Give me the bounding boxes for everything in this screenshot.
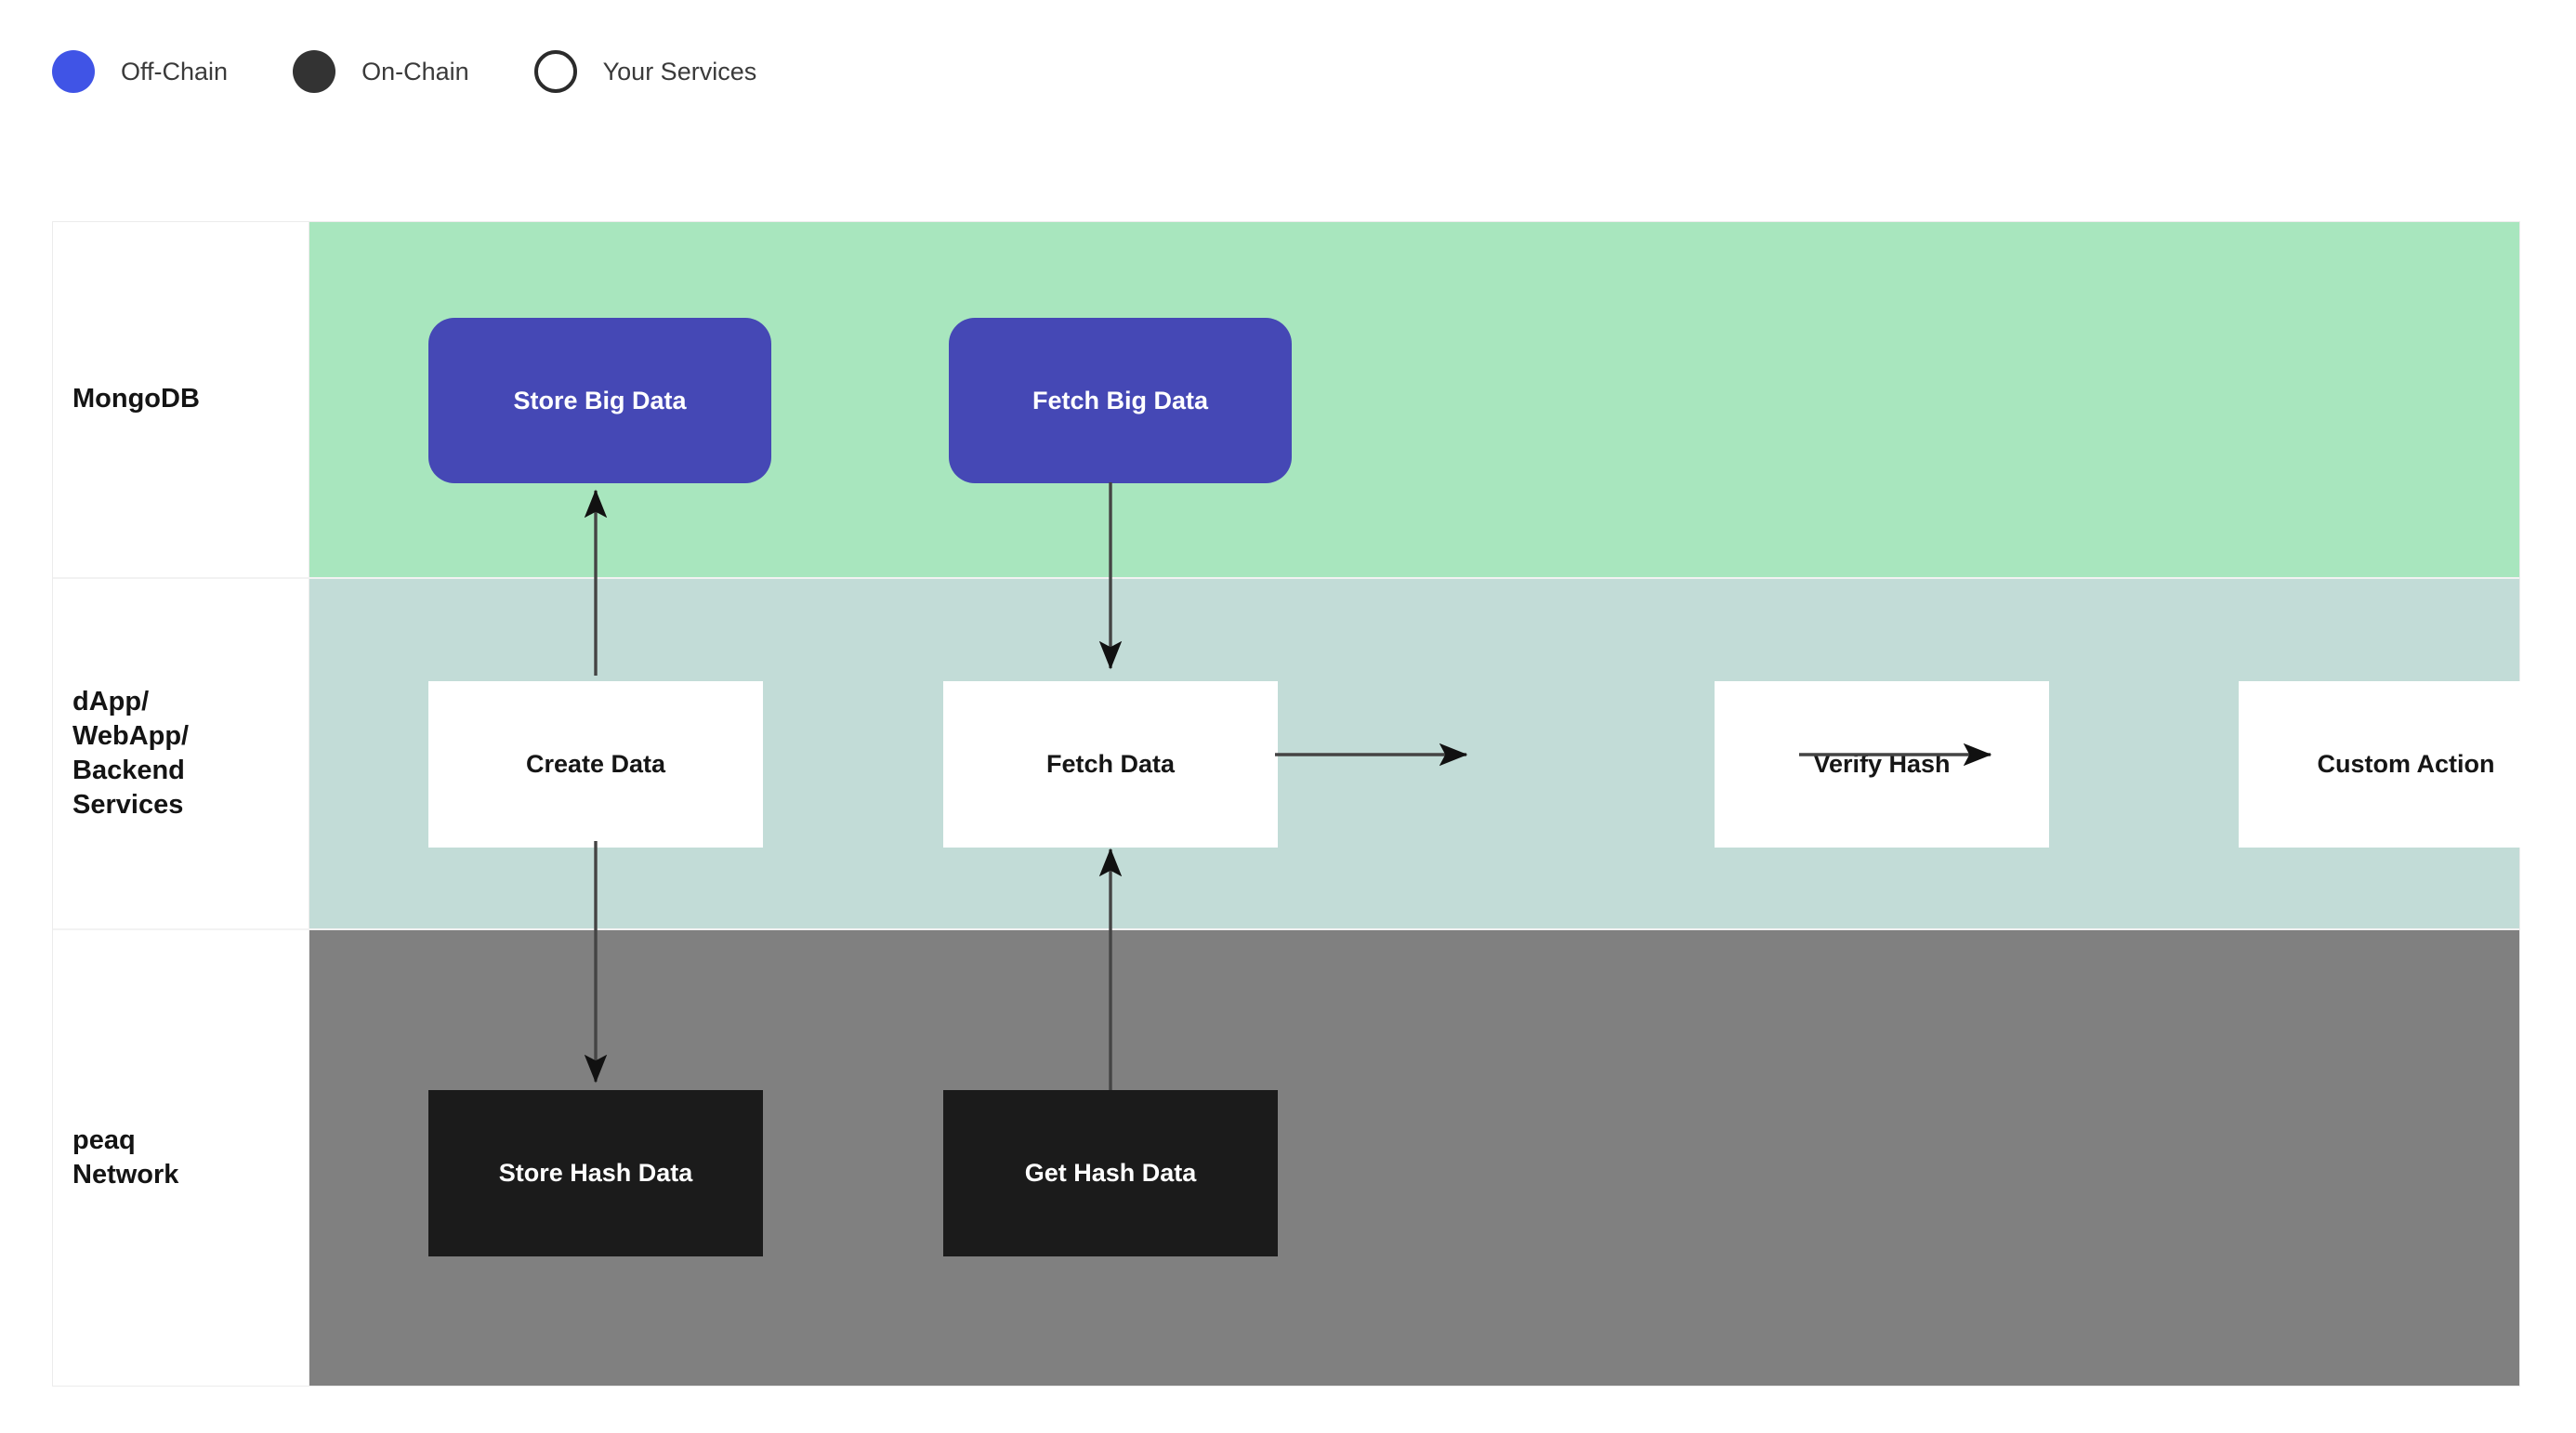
node-store-big-data[interactable]: Store Big Data: [428, 318, 771, 483]
node-store-hash-data[interactable]: Store Hash Data: [428, 1090, 763, 1256]
swimlane-row-peaq-network: peaq Network Store Hash Data Get Hash Da…: [53, 930, 2519, 1386]
legend-label-your-services: Your Services: [602, 57, 757, 85]
legend-item-your-services: Your Services: [533, 50, 757, 93]
node-fetch-big-data[interactable]: Fetch Big Data: [949, 318, 1292, 483]
node-fetch-data[interactable]: Fetch Data: [943, 681, 1278, 848]
legend: Off-Chain On-Chain Your Services: [52, 39, 821, 104]
node-custom-action[interactable]: Custom Action: [2239, 681, 2573, 848]
swimlane-row-dapp-services: dApp/ WebApp/ Backend Services Create Da…: [53, 579, 2573, 930]
outline-circle-icon: [533, 50, 577, 93]
legend-label-off-chain: Off-Chain: [121, 57, 229, 85]
swimlane-row-mongodb: MongoDB Store Big Data Fetch Big Data: [53, 222, 2519, 579]
swimlane-label-dapp-services: dApp/ WebApp/ Backend Services: [53, 579, 309, 928]
legend-label-on-chain: On-Chain: [361, 57, 469, 85]
swimlane-label-mongodb: MongoDB: [53, 222, 309, 577]
filled-circle-icon: [52, 50, 95, 93]
swimlane-label-peaq-network: peaq Network: [53, 930, 309, 1386]
swimlane-band-peaq-network: Store Hash Data Get Hash Data: [309, 930, 2519, 1386]
swimlane-band-mongodb: Store Big Data Fetch Big Data: [309, 222, 2519, 577]
node-create-data[interactable]: Create Data: [428, 681, 763, 848]
node-get-hash-data[interactable]: Get Hash Data: [943, 1090, 1278, 1256]
swimlane-diagram: MongoDB Store Big Data Fetch Big Data dA…: [52, 221, 2573, 1387]
node-verify-hash[interactable]: Verify Hash: [1715, 681, 2049, 848]
legend-item-off-chain: Off-Chain: [52, 50, 228, 93]
swimlane-band-dapp-services: Create Data Fetch Data Verify Hash Custo…: [309, 579, 2573, 928]
legend-item-on-chain: On-Chain: [293, 50, 469, 93]
filled-circle-icon: [293, 50, 336, 93]
